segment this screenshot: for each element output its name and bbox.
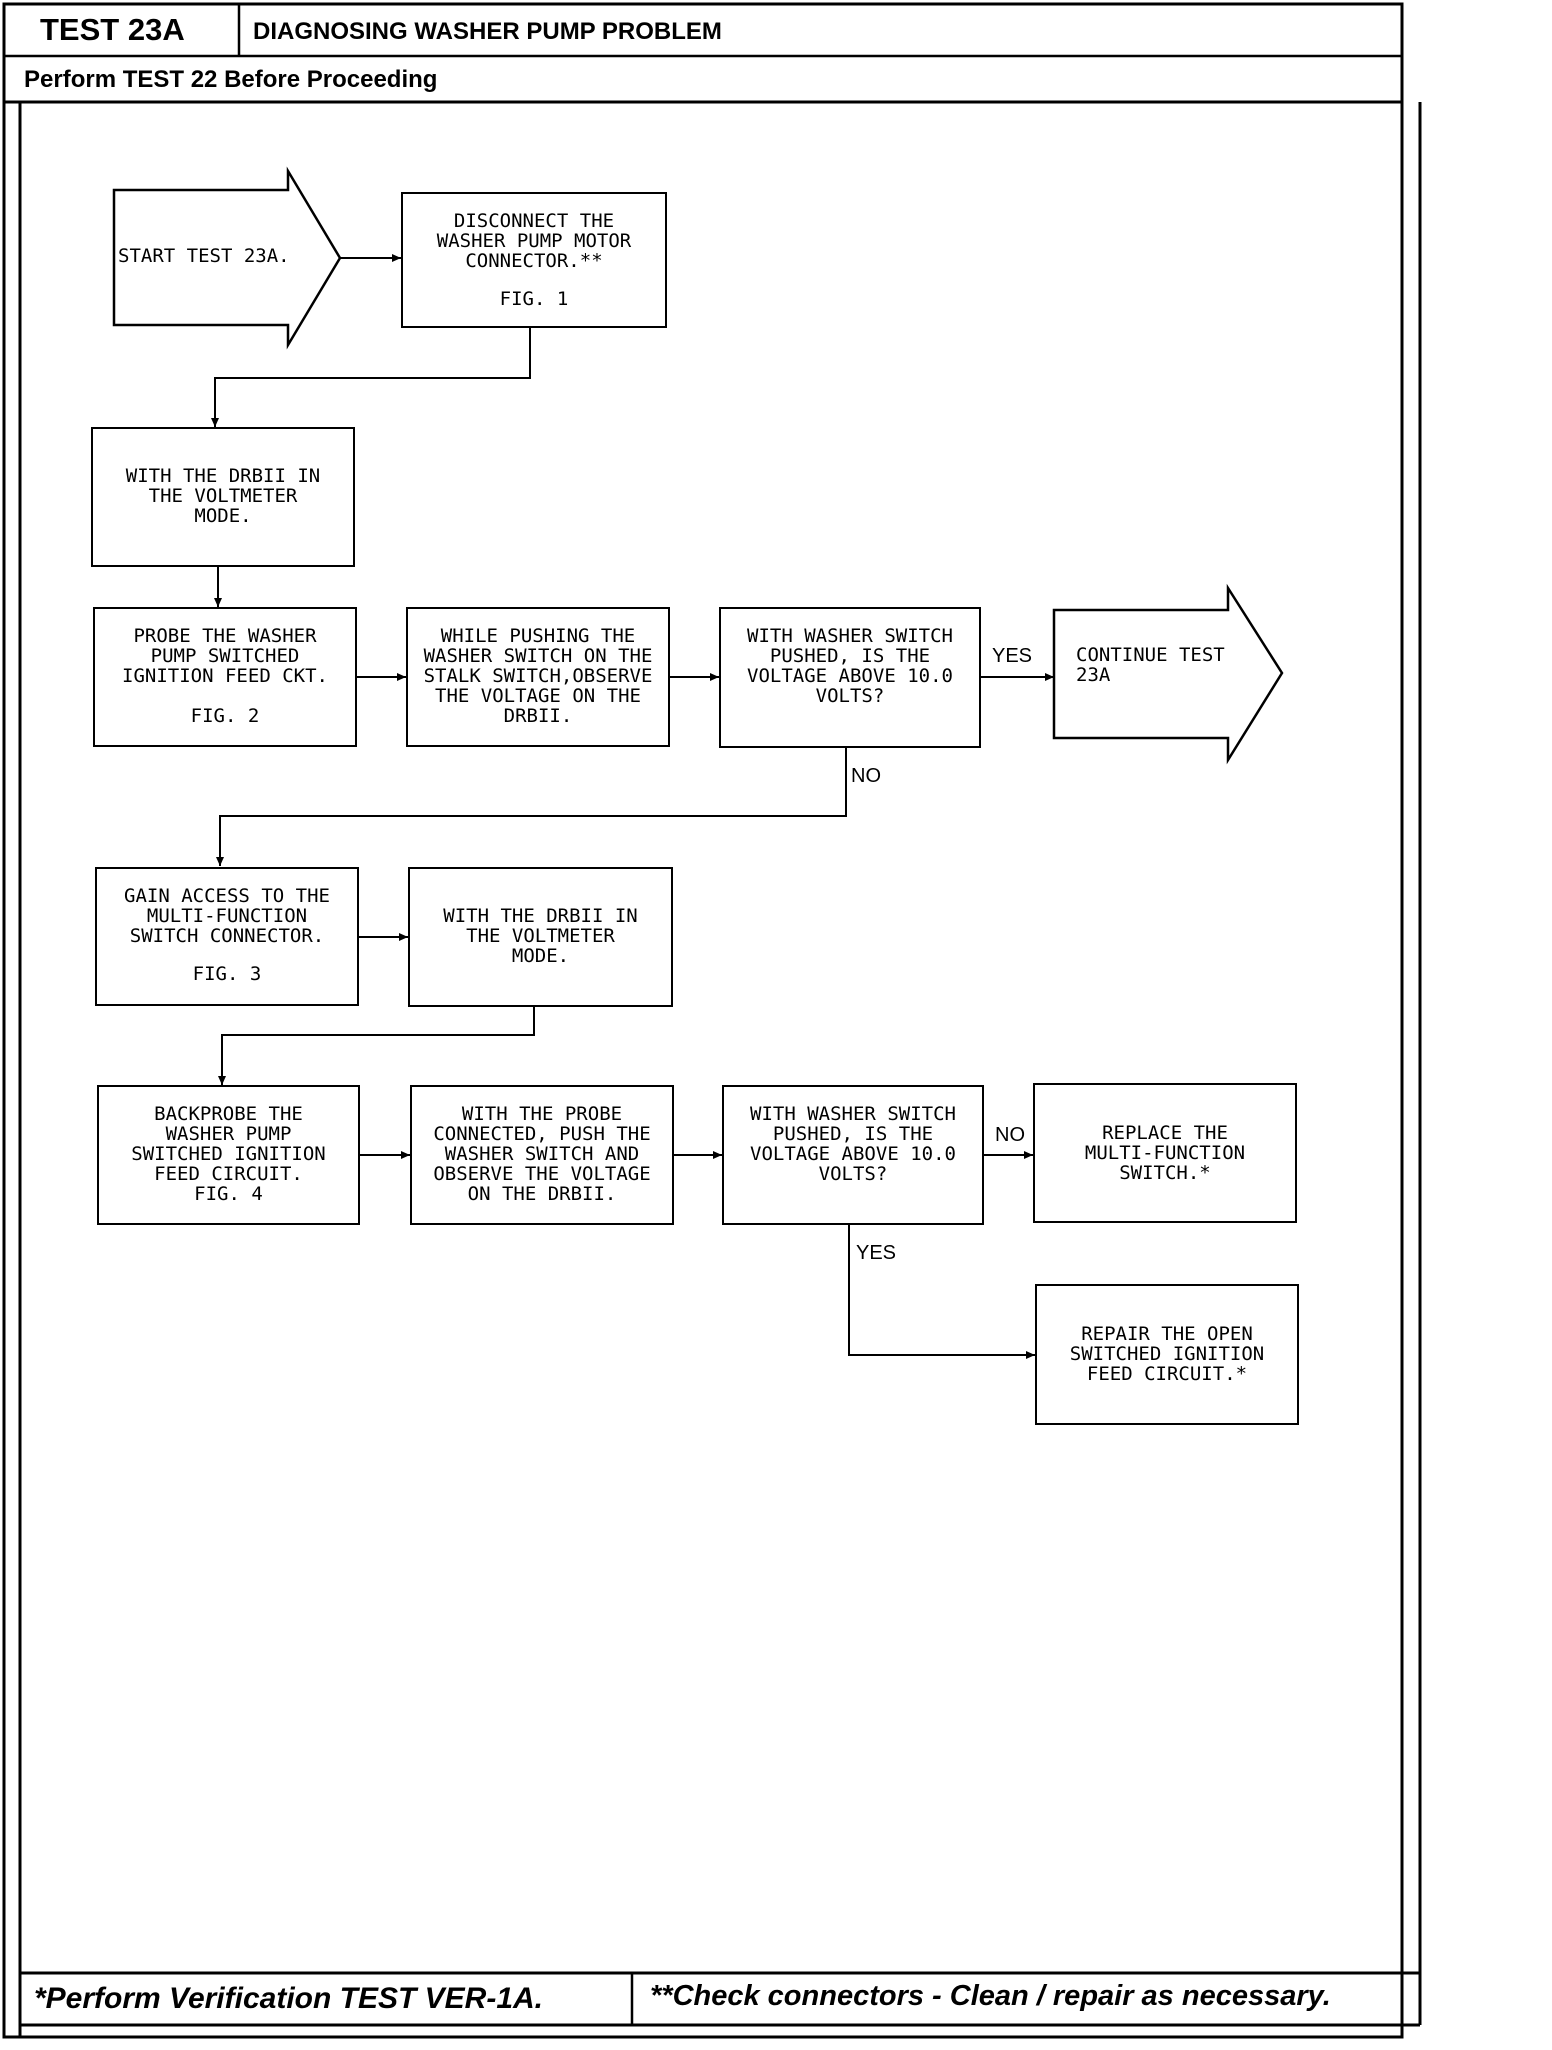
footer-verification-note: *Perform Verification TEST VER-1A. [34, 1982, 544, 2015]
continue-arrow-shape [1052, 583, 1284, 765]
voltmeter-mode-box-2: WITH THE DRBII IN THE VOLTMETER MODE. [408, 867, 673, 1007]
probe-feed-text: PROBE THE WASHER PUMP SWITCHED IGNITION … [122, 625, 328, 687]
backprobe-box: BACKPROBE THE WASHER PUMP SWITCHED IGNIT… [97, 1085, 360, 1225]
repair-circuit-text: REPAIR THE OPEN SWITCHED IGNITION FEED C… [1069, 1323, 1265, 1385]
gain-access-fig-label: FIG. 3 [192, 963, 262, 985]
probe-connected-box: WITH THE PROBE CONNECTED, PUSH THE WASHE… [410, 1085, 674, 1225]
probe-feed-box: PROBE THE WASHER PUMP SWITCHED IGNITION … [93, 607, 357, 747]
yes-label-1: YES [992, 645, 1033, 667]
no-label-1: NO [851, 765, 881, 787]
gain-access-text: GAIN ACCESS TO THE MULTI-FUNCTION SWITCH… [124, 885, 330, 947]
connector-disconnect-to-voltmeter1 [211, 328, 531, 427]
gain-access-box: GAIN ACCESS TO THE MULTI-FUNCTION SWITCH… [95, 867, 359, 1006]
no-label-2: NO [995, 1124, 1025, 1146]
decision-box-1: WITH WASHER SWITCH PUSHED, IS THE VOLTAG… [719, 607, 981, 748]
decision-box-2: WITH WASHER SWITCH PUSHED, IS THE VOLTAG… [722, 1085, 984, 1225]
voltmeter-mode-text-2: WITH THE DRBII IN THE VOLTMETER MODE. [443, 905, 638, 967]
continue-label: CONTINUE TEST 23A [1076, 644, 1225, 686]
push-observe-box: WHILE PUSHING THE WASHER SWITCH ON THE S… [406, 607, 670, 747]
push-observe-text: WHILE PUSHING THE WASHER SWITCH ON THE S… [423, 625, 653, 727]
prerequisite-note: Perform TEST 22 Before Proceeding [24, 66, 438, 93]
connector-decision2-yes [848, 1225, 1035, 1359]
page-title: DIAGNOSING WASHER PUMP PROBLEM [253, 18, 722, 45]
disconnect-fig-label: FIG. 1 [499, 288, 569, 310]
connector-decision1-no [216, 748, 847, 866]
decision-text-2: WITH WASHER SWITCH PUSHED, IS THE VOLTAG… [750, 1103, 956, 1185]
footer-connectors-note: **Check connectors - Clean / repair as n… [650, 1980, 1331, 2012]
page-frame [2, 2, 1404, 2039]
repair-circuit-box: REPAIR THE OPEN SWITCHED IGNITION FEED C… [1035, 1284, 1299, 1425]
start-label: START TEST 23A. [118, 245, 290, 267]
voltmeter-mode-text-1: WITH THE DRBII IN THE VOLTMETER MODE. [125, 465, 321, 527]
test-id: TEST 23A [40, 12, 185, 47]
probe-connected-text: WITH THE PROBE CONNECTED, PUSH THE WASHE… [433, 1103, 651, 1205]
decision-text-1: WITH WASHER SWITCH PUSHED, IS THE VOLTAG… [747, 625, 953, 707]
disconnect-connector-box: DISCONNECT THE WASHER PUMP MOTOR CONNECT… [401, 192, 667, 328]
start-arrow-shape [112, 166, 342, 350]
disconnect-connector-text: DISCONNECT THE WASHER PUMP MOTOR CONNECT… [436, 210, 632, 272]
probe-fig-label: FIG. 2 [190, 705, 260, 727]
replace-switch-text: REPLACE THE MULTI-FUNCTION SWITCH.* [1084, 1122, 1246, 1184]
connector-voltmeter2-to-backprobe [218, 1007, 535, 1085]
replace-switch-box: REPLACE THE MULTI-FUNCTION SWITCH.* [1033, 1083, 1297, 1223]
voltmeter-mode-box-1: WITH THE DRBII IN THE VOLTMETER MODE. [91, 427, 355, 567]
backprobe-text: BACKPROBE THE WASHER PUMP SWITCHED IGNIT… [131, 1103, 326, 1205]
yes-label-2: YES [856, 1242, 897, 1264]
